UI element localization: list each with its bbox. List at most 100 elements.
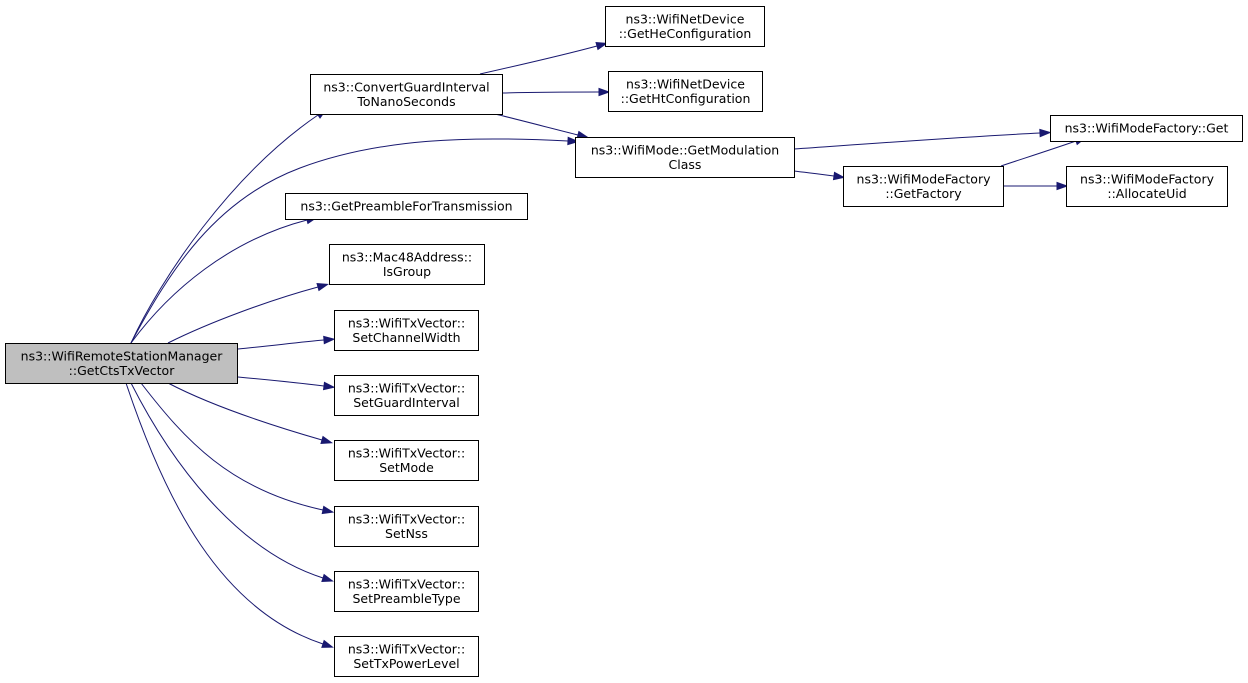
node-box[interactable] <box>1066 166 1228 207</box>
node-box[interactable] <box>334 506 479 547</box>
edge-convert-to-heconf <box>479 41 609 75</box>
node-box[interactable] <box>843 166 1004 207</box>
edge-convert-to-htconf <box>501 87 611 97</box>
arrowhead-icon <box>832 171 846 181</box>
node-label-line: SetNss <box>385 526 428 541</box>
arrowhead-icon <box>321 573 334 582</box>
edge-modclass-to-get <box>793 128 1052 150</box>
edge-root-to-modclass <box>130 136 580 344</box>
edge-modclass-to-factory <box>793 170 846 181</box>
node-box[interactable] <box>334 571 479 612</box>
node-box[interactable] <box>334 375 479 416</box>
arrowhead-icon <box>595 41 609 51</box>
node-label-line: IsGroup <box>383 264 431 279</box>
node-box[interactable] <box>1050 115 1243 142</box>
node-box[interactable] <box>605 6 765 47</box>
node-label-line: ns3::WifiTxVector:: <box>348 511 465 526</box>
node-heconf[interactable]: ns3::WifiNetDevice::GetHeConfiguration <box>605 6 765 47</box>
edge-line <box>1000 140 1077 167</box>
node-label-line: ::GetFactory <box>885 186 962 201</box>
node-box[interactable] <box>334 310 479 351</box>
node-label-line: ::GetCtsTxVector <box>69 363 176 378</box>
node-preamble[interactable]: ns3::GetPreambleForTransmission <box>285 193 528 220</box>
edge-line <box>167 286 319 344</box>
edge-line <box>793 132 1041 150</box>
node-box[interactable] <box>285 193 528 220</box>
edge-root-to-setmode <box>167 382 334 445</box>
node-label-line: ns3::WifiTxVector:: <box>348 576 465 591</box>
arrowhead-icon <box>567 136 580 146</box>
edge-line <box>501 91 600 94</box>
node-label-line: ::AllocateUid <box>1107 186 1186 201</box>
node-label-line: Class <box>669 157 702 172</box>
node-label-line: ns3::WifiMode::GetModulation <box>591 142 779 157</box>
node-pretype[interactable]: ns3::WifiTxVector::SetPreambleType <box>334 571 479 612</box>
arrowhead-icon <box>323 335 336 345</box>
edge-line <box>479 45 598 75</box>
node-label-line: ns3::WifiTxVector:: <box>348 445 465 460</box>
edge-root-to-chwidth <box>237 335 336 350</box>
node-label-line: ns3::ConvertGuardInterval <box>323 79 489 94</box>
arrowhead-icon <box>322 381 336 391</box>
node-box[interactable] <box>334 636 479 677</box>
node-root[interactable]: ns3::WifiRemoteStationManager::GetCtsTxV… <box>5 343 238 384</box>
call-nodes: ns3::WifiRemoteStationManager::GetCtsTxV… <box>5 6 1243 677</box>
edge-line <box>793 170 835 177</box>
node-box[interactable] <box>5 343 238 384</box>
node-setmode[interactable]: ns3::WifiTxVector::SetMode <box>334 440 479 481</box>
node-setnss[interactable]: ns3::WifiTxVector::SetNss <box>334 506 479 547</box>
node-box[interactable] <box>310 74 503 115</box>
node-label-line: ns3::WifiTxVector:: <box>348 641 465 656</box>
arrowhead-icon <box>320 435 334 445</box>
arrowhead-icon <box>598 87 611 97</box>
edge-line <box>130 382 324 579</box>
node-label-line: ns3::WifiModeFactory::Get <box>1065 121 1229 136</box>
node-htconf[interactable]: ns3::WifiNetDevice::GetHtConfiguration <box>608 71 763 112</box>
node-isgroup[interactable]: ns3::Mac48Address::IsGroup <box>329 244 485 285</box>
node-label-line: SetPreambleType <box>352 591 460 606</box>
node-label-line: ToNanoSeconds <box>356 94 455 109</box>
arrowhead-icon <box>316 282 330 292</box>
edge-root-to-setnss <box>140 382 335 515</box>
edge-root-to-guard <box>237 376 336 391</box>
node-box[interactable] <box>575 137 795 178</box>
node-guard[interactable]: ns3::WifiTxVector::SetGuardInterval <box>334 375 479 416</box>
arrowhead-icon <box>321 505 335 515</box>
node-chwidth[interactable]: ns3::WifiTxVector::SetChannelWidth <box>334 310 479 351</box>
call-edges <box>125 41 1087 648</box>
node-get[interactable]: ns3::WifiModeFactory::Get <box>1050 115 1243 142</box>
edge-line <box>167 382 323 441</box>
arrowhead-icon <box>321 639 334 648</box>
edge-root-to-preamble <box>130 215 319 344</box>
node-label-line: SetMode <box>379 460 434 475</box>
edge-line <box>237 339 325 350</box>
edge-line <box>130 138 569 344</box>
node-alloc[interactable]: ns3::WifiModeFactory::AllocateUid <box>1066 166 1228 207</box>
node-box[interactable] <box>329 244 485 285</box>
node-label-line: ns3::WifiTxVector:: <box>348 380 465 395</box>
edge-root-to-txpower <box>125 382 334 648</box>
node-label-line: ns3::WifiModeFactory <box>1080 171 1215 186</box>
node-label-line: ns3::WifiNetDevice <box>626 76 745 91</box>
node-label-line: ns3::WifiRemoteStationManager <box>21 348 224 363</box>
arrowhead-icon <box>1039 128 1052 138</box>
node-label-line: SetChannelWidth <box>352 330 460 345</box>
node-label-line: ::GetHeConfiguration <box>619 26 752 41</box>
edge-line <box>130 219 308 344</box>
node-factory[interactable]: ns3::WifiModeFactory::GetFactory <box>843 166 1004 207</box>
node-txpower[interactable]: ns3::WifiTxVector::SetTxPowerLevel <box>334 636 479 677</box>
node-box[interactable] <box>608 71 763 112</box>
node-label-line: SetTxPowerLevel <box>353 656 459 671</box>
node-label-line: ::GetHtConfiguration <box>621 91 751 106</box>
node-label-line: ns3::WifiModeFactory <box>857 171 992 186</box>
edge-line <box>125 382 324 645</box>
node-box[interactable] <box>334 440 479 481</box>
node-label-line: ns3::GetPreambleForTransmission <box>300 199 512 214</box>
arrowhead-icon <box>1056 181 1069 191</box>
edge-convert-to-modclass <box>494 113 590 140</box>
edge-line <box>130 114 319 344</box>
node-label-line: ns3::Mac48Address:: <box>342 249 472 264</box>
